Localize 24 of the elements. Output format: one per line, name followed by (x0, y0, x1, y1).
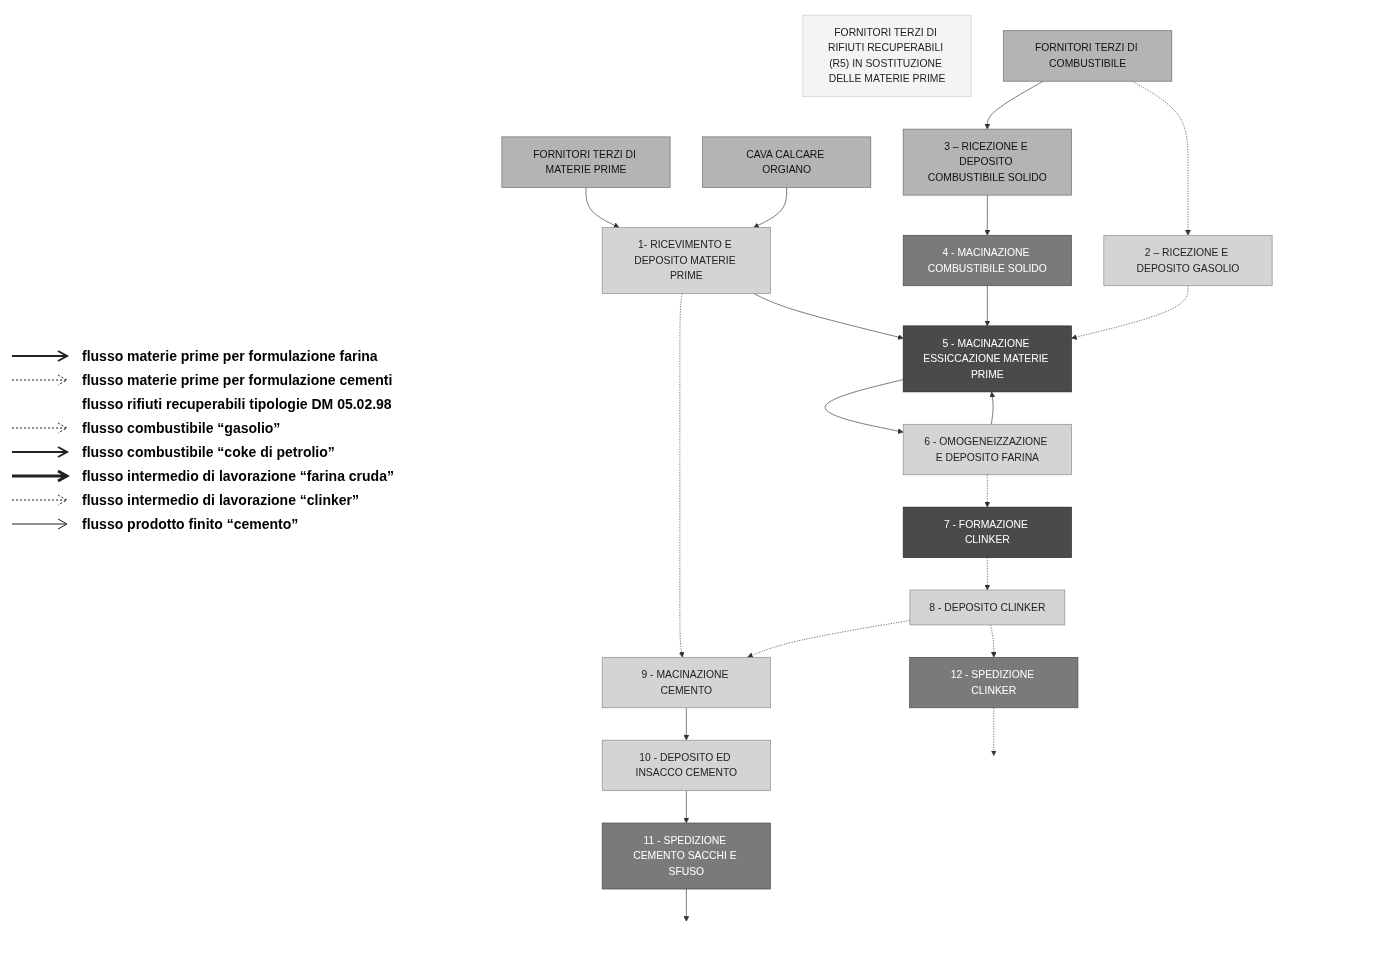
node-box: FORNITORI TERZI DI MATERIE PRIME (501, 136, 671, 188)
legend-text: flusso materie prime per formulazione farina (82, 348, 378, 364)
legend-text: flusso intermedio di lavorazione “clinker” (82, 492, 359, 508)
node-box: 12 - SPEDIZIONE CLINKER (909, 656, 1079, 709)
legend-text: flusso combustibile “gasolio” (82, 420, 281, 436)
legend-text: flusso materie prime per formulazione cementi (82, 372, 393, 388)
legend-text: flusso prodotto finito “cemento” (82, 516, 299, 532)
node-box: 6 - OMOGENEIZZAZIONE E DEPOSITO FARINA (902, 423, 1072, 476)
node-box: 4 - MACINAZIONE COMBUSTIBILE SOLIDO (902, 234, 1072, 287)
node-box: 2 – RICEZIONE E DEPOSITO GASOLIO (1103, 234, 1273, 287)
node-box: 8 - DEPOSITO CLINKER (909, 589, 1066, 626)
node-box: 5 - MACINAZIONE ESSICCAZIONE MATERIE PRIME (902, 325, 1072, 393)
legend-text: flusso intermedio di lavorazione “farina cruda” (82, 468, 394, 484)
node-box: 7 - FORMAZIONE CLINKER (902, 506, 1072, 558)
node-box: CAVA CALCARE ORGIANO (702, 136, 872, 188)
legend-text: flusso combustibile “coke di petrolio” (82, 444, 335, 460)
legend-text: flusso rifiuti recuperabili tipologie DM 05.02.98 (82, 396, 392, 412)
node-box: 10 - DEPOSITO ED INSACCO CEMENTO (601, 739, 771, 791)
node-box: 3 – RICEZIONE E DEPOSITO COMBUSTIBILE SOLIDO (902, 128, 1072, 196)
node-box: 1- RICEVIMENTO E DEPOSITO MATERIE PRIME (601, 227, 771, 294)
node-box: 9 - MACINAZIONE CEMENTO (601, 656, 771, 709)
node-box: 11 - SPEDIZIONE CEMENTO SACCHI E SFUSO (601, 822, 771, 890)
node-box: FORNITORI TERZI DI COMBUSTIBILE (1003, 30, 1173, 82)
node-box: FORNITORI TERZI DI RIFIUTI RECUPERABILI (R5) IN SOSTITUZIONE DELLE MATERIE PRIME (802, 14, 972, 98)
